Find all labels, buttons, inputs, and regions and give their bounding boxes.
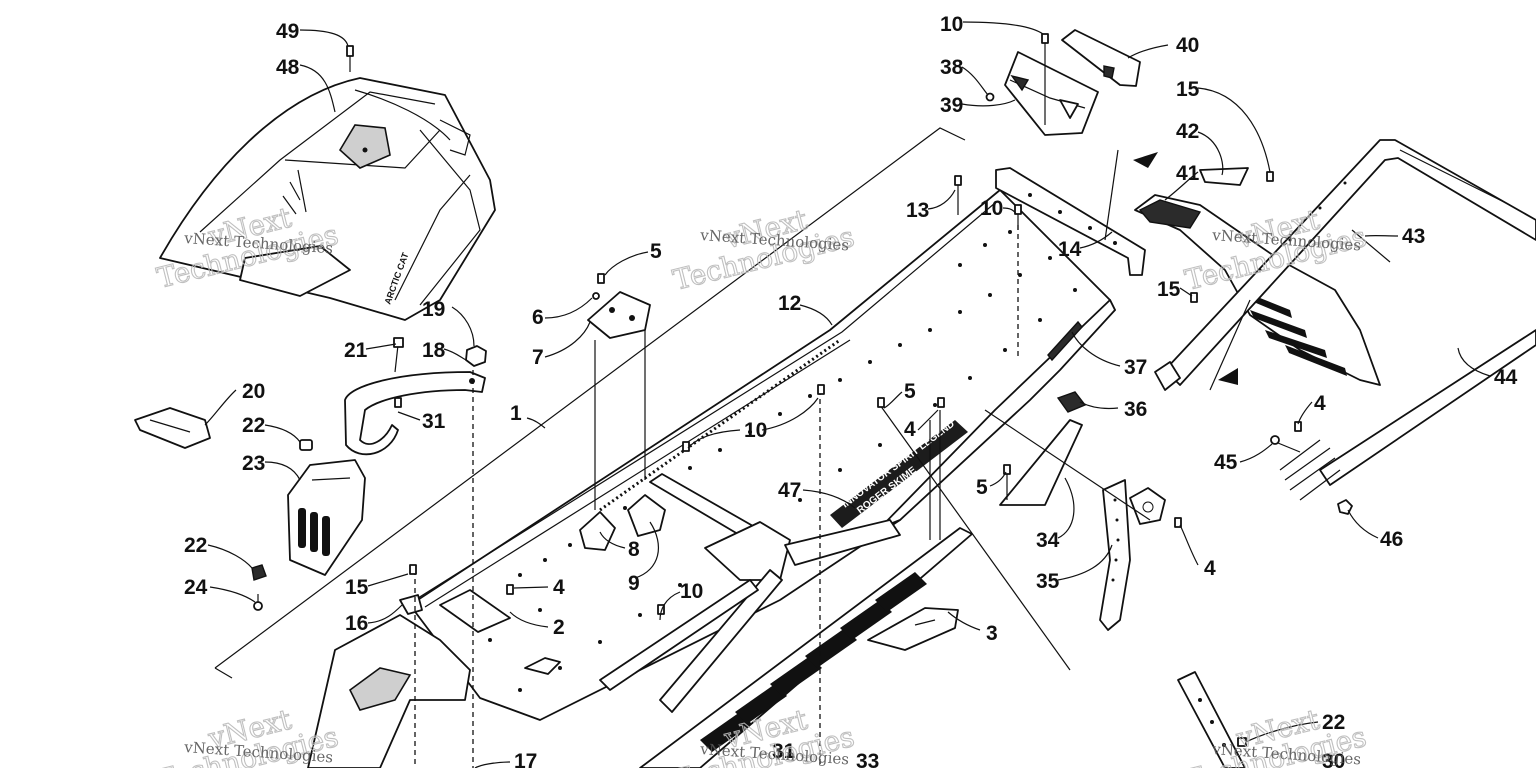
callout-4-right: 4 bbox=[1204, 557, 1216, 580]
bolt-part[interactable] bbox=[1270, 435, 1301, 453]
callout-13: 13 bbox=[906, 199, 929, 222]
fasteners bbox=[394, 33, 1302, 747]
pin-part[interactable] bbox=[1351, 229, 1391, 263]
callout-15-lower: 15 bbox=[1157, 278, 1181, 301]
grab-handle-part[interactable] bbox=[344, 371, 486, 456]
callout-47: 47 bbox=[778, 479, 801, 502]
callout-3: 3 bbox=[986, 622, 998, 645]
clip-bracket-part[interactable] bbox=[1056, 391, 1087, 413]
bumper-end-hatching bbox=[1279, 439, 1341, 501]
seat-bolt-part[interactable] bbox=[346, 45, 354, 72]
callout-10-center: 10 bbox=[744, 419, 767, 442]
running-board-part[interactable] bbox=[639, 527, 973, 768]
callout-37: 37 bbox=[1124, 356, 1147, 379]
callout-12: 12 bbox=[778, 292, 801, 315]
callout-22-left: 22 bbox=[242, 414, 265, 437]
callout-49: 49 bbox=[276, 20, 299, 43]
heat-shield-cover-part[interactable] bbox=[134, 407, 211, 449]
callout-24: 24 bbox=[184, 576, 208, 599]
callout-20: 20 bbox=[242, 380, 265, 403]
callout-34: 34 bbox=[1036, 529, 1060, 552]
nut-plate-part[interactable] bbox=[1129, 487, 1166, 525]
nut-part[interactable] bbox=[1337, 499, 1353, 515]
callout-31-bottom: 31 bbox=[772, 740, 796, 763]
callout-16: 16 bbox=[345, 612, 368, 635]
clip-part[interactable] bbox=[251, 564, 267, 581]
lower-bracket-part[interactable] bbox=[1177, 671, 1246, 768]
center-bracket-part[interactable] bbox=[599, 519, 901, 713]
callout-46: 46 bbox=[1380, 528, 1403, 551]
callout-7: 7 bbox=[532, 346, 544, 369]
rear-tunnel-bracket-part[interactable] bbox=[995, 167, 1146, 276]
callout-10-lower: 10 bbox=[680, 580, 703, 603]
callout-22-lower: 22 bbox=[184, 534, 207, 557]
direction-arrows bbox=[1133, 152, 1238, 385]
callout-2: 2 bbox=[553, 616, 565, 639]
callout-6: 6 bbox=[532, 306, 544, 329]
callout-18: 18 bbox=[422, 339, 446, 362]
callout-30: 30 bbox=[1322, 750, 1345, 768]
callout-10-rear: 10 bbox=[980, 197, 1003, 220]
callout-36: 36 bbox=[1124, 398, 1147, 421]
bolt-part[interactable] bbox=[393, 337, 404, 373]
nut-part[interactable] bbox=[465, 345, 487, 367]
brace-part[interactable] bbox=[999, 419, 1083, 506]
screw-part[interactable] bbox=[253, 594, 263, 611]
watermark-1: vNext Technologies bbox=[153, 200, 342, 295]
callout-4-mid: 4 bbox=[904, 418, 916, 441]
mount-bracket-small-part[interactable] bbox=[587, 291, 651, 339]
callout-21: 21 bbox=[344, 339, 368, 362]
screw-part[interactable] bbox=[985, 92, 995, 102]
callout-33: 33 bbox=[856, 750, 879, 768]
callout-10-top: 10 bbox=[940, 13, 963, 36]
callout-39: 39 bbox=[940, 94, 963, 117]
callout-43: 43 bbox=[1402, 225, 1425, 248]
callout-labels: 49 48 19 21 18 20 22 31 23 22 24 15 16 1… bbox=[184, 13, 1518, 768]
callout-5-right: 5 bbox=[976, 476, 988, 499]
callout-5-mid: 5 bbox=[904, 380, 916, 403]
tunnel-part[interactable]: INNOVATOR SPIRIT LEGEND ROGER SKIME bbox=[214, 127, 1116, 721]
callout-45: 45 bbox=[1214, 451, 1238, 474]
rivet-part[interactable] bbox=[299, 439, 313, 451]
callout-42: 42 bbox=[1176, 120, 1199, 143]
mount-bracket-part[interactable] bbox=[287, 459, 366, 576]
callout-31-left: 31 bbox=[422, 410, 446, 433]
bumper-plate-part[interactable] bbox=[439, 589, 511, 633]
callout-1: 1 bbox=[510, 402, 522, 425]
callout-35: 35 bbox=[1036, 570, 1060, 593]
callout-40: 40 bbox=[1176, 34, 1199, 57]
callout-15-left: 15 bbox=[345, 576, 369, 599]
callout-22-right: 22 bbox=[1322, 711, 1345, 734]
seat-part[interactable]: ARCTIC CAT bbox=[159, 77, 496, 321]
callout-19: 19 bbox=[422, 298, 445, 321]
pivot-plate-large-part[interactable] bbox=[627, 494, 666, 537]
callout-38: 38 bbox=[940, 56, 964, 79]
front-plate-part[interactable] bbox=[307, 594, 471, 768]
callout-8: 8 bbox=[628, 538, 640, 561]
callout-5-top: 5 bbox=[650, 240, 662, 263]
callout-17: 17 bbox=[514, 750, 537, 768]
callout-14: 14 bbox=[1058, 238, 1082, 261]
callout-23: 23 bbox=[242, 452, 265, 475]
callout-4-center: 4 bbox=[553, 576, 565, 599]
callout-9: 9 bbox=[628, 572, 640, 595]
callout-15-top: 15 bbox=[1176, 78, 1200, 101]
assembly-lines bbox=[414, 38, 1251, 768]
callout-41: 41 bbox=[1176, 162, 1200, 185]
callout-4-bumper: 4 bbox=[1314, 392, 1326, 415]
taillight-lens-part[interactable] bbox=[1061, 29, 1141, 87]
leader-lines bbox=[204, 21, 1491, 768]
rail-part[interactable] bbox=[1099, 479, 1131, 631]
callout-48: 48 bbox=[276, 56, 300, 79]
pivot-plate-part[interactable] bbox=[579, 511, 616, 551]
callout-44: 44 bbox=[1494, 366, 1518, 389]
taillight-housing-part[interactable] bbox=[1004, 51, 1099, 136]
